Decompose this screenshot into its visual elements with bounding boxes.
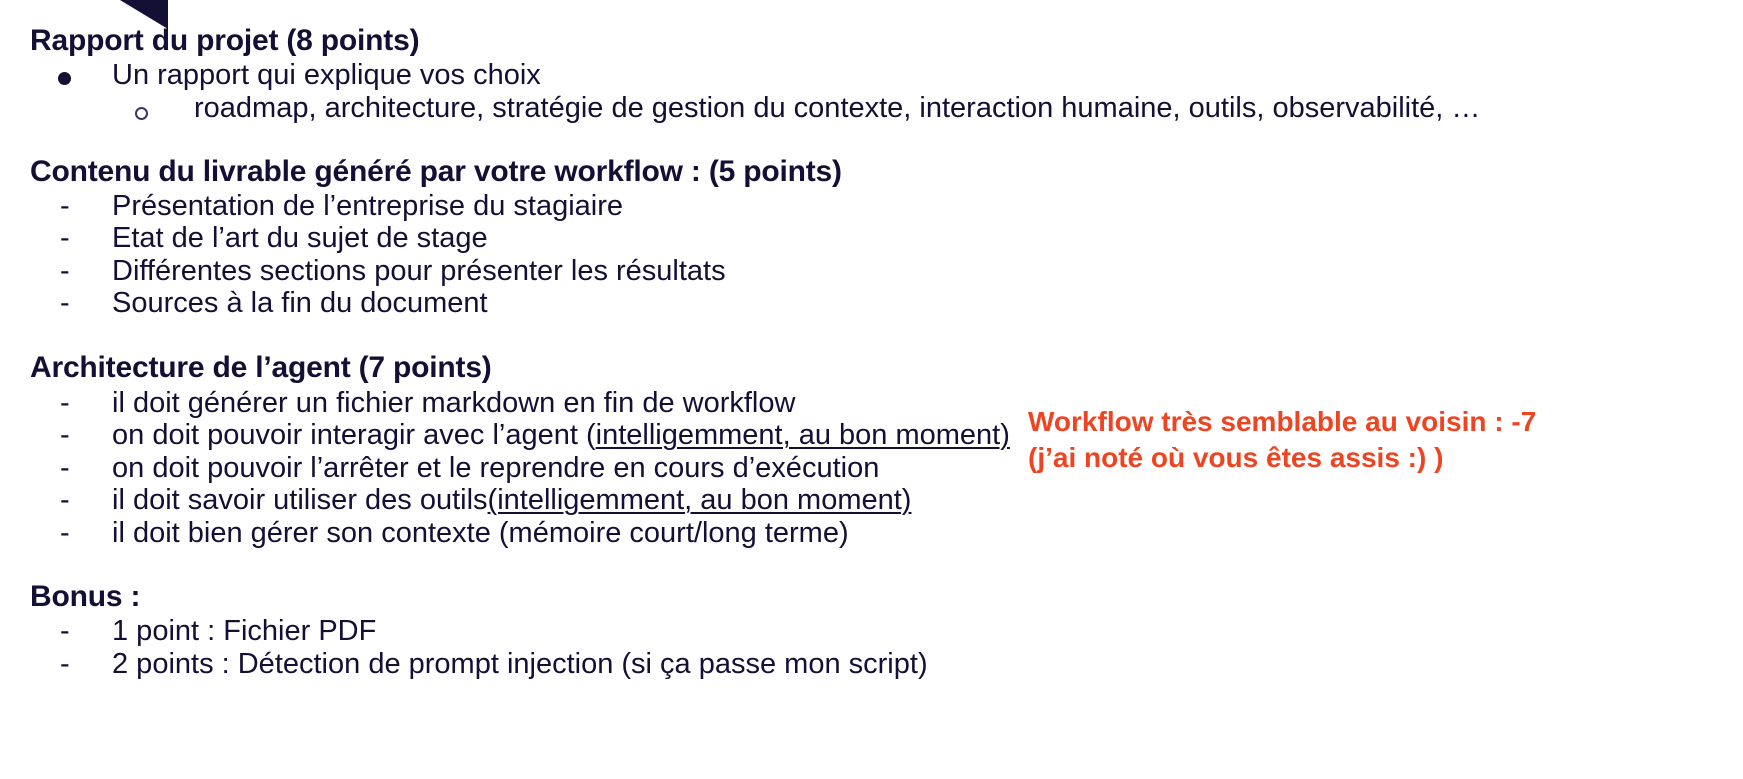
dash-marker: -: [60, 648, 70, 680]
list-item-label: Présentation de l’entreprise du stagiair…: [112, 190, 624, 222]
list-item: - on doit pouvoir l’arrêter et le repren…: [60, 449, 879, 487]
list-item-label: il doit bien gérer son contexte (mémoire…: [112, 517, 849, 549]
dash-marker: -: [60, 419, 70, 451]
list-item: - on doit pouvoir interagir avec l’agent…: [60, 416, 1010, 454]
list-item: - 1 point : Fichier PDF: [60, 612, 376, 650]
corner-triangle-icon: [120, 0, 168, 29]
dash-marker: -: [60, 387, 70, 419]
list-item: Un rapport qui explique vos choix: [30, 56, 541, 94]
list-item: - il doit générer un fichier markdown en…: [60, 384, 795, 422]
list-item-label: il doit générer un fichier markdown en f…: [112, 387, 796, 419]
list-item-label: Un rapport qui explique vos choix: [112, 59, 541, 91]
list-item-emphasis: (intelligemment, au bon moment): [487, 484, 912, 516]
dash-marker: -: [60, 222, 70, 254]
list-item-label: 1 point : Fichier PDF: [112, 615, 377, 647]
annotation-line-1: Workflow très semblable au voisin : -7: [1028, 406, 1537, 437]
dash-marker: -: [60, 255, 70, 287]
list-item-label: Etat de l’art du sujet de stage: [112, 222, 488, 254]
annotation-line-2: (j’ai noté où vous êtes assis :) ): [1028, 442, 1444, 473]
section-heading-rapport: Rapport du projet (8 points): [30, 24, 420, 57]
dash-marker: -: [60, 615, 70, 647]
list-item: - il doit savoir utiliser des outils (in…: [60, 481, 911, 519]
list-item-label: Sources à la fin du document: [112, 287, 488, 319]
list-item-emphasis: intelligemment, au bon moment): [595, 419, 1010, 451]
list-item-label: 2 points : Détection de prompt injection…: [112, 648, 928, 680]
section-heading-bonus: Bonus :: [30, 580, 141, 613]
list-item-label: roadmap, architecture, stratégie de gest…: [194, 92, 1481, 124]
section-heading-contenu: Contenu du livrable généré par votre wor…: [30, 155, 842, 188]
list-item: - 2 points : Détection de prompt injecti…: [60, 645, 928, 683]
list-item: - Sources à la fin du document: [60, 284, 488, 322]
list-item: - Différentes sections pour présenter le…: [60, 252, 726, 290]
dash-marker: -: [60, 452, 70, 484]
dash-marker: -: [60, 287, 70, 319]
list-item-label: on doit pouvoir l’arrêter et le reprendr…: [112, 452, 880, 484]
list-item: - il doit bien gérer son contexte (mémoi…: [60, 514, 849, 552]
dash-marker: -: [60, 484, 70, 516]
list-item-label: on doit pouvoir interagir avec l’agent (: [112, 419, 596, 451]
list-item: - Présentation de l’entreprise du stagia…: [60, 187, 623, 225]
list-item-label: Différentes sections pour présenter les …: [112, 255, 726, 287]
list-item: - Etat de l’art du sujet de stage: [60, 219, 488, 257]
dash-marker: -: [60, 190, 70, 222]
section-heading-architecture: Architecture de l’agent (7 points): [30, 351, 492, 384]
list-item: roadmap, architecture, stratégie de gest…: [110, 89, 1480, 127]
dash-marker: -: [60, 517, 70, 549]
list-item-label: il doit savoir utiliser des outils: [112, 484, 488, 516]
